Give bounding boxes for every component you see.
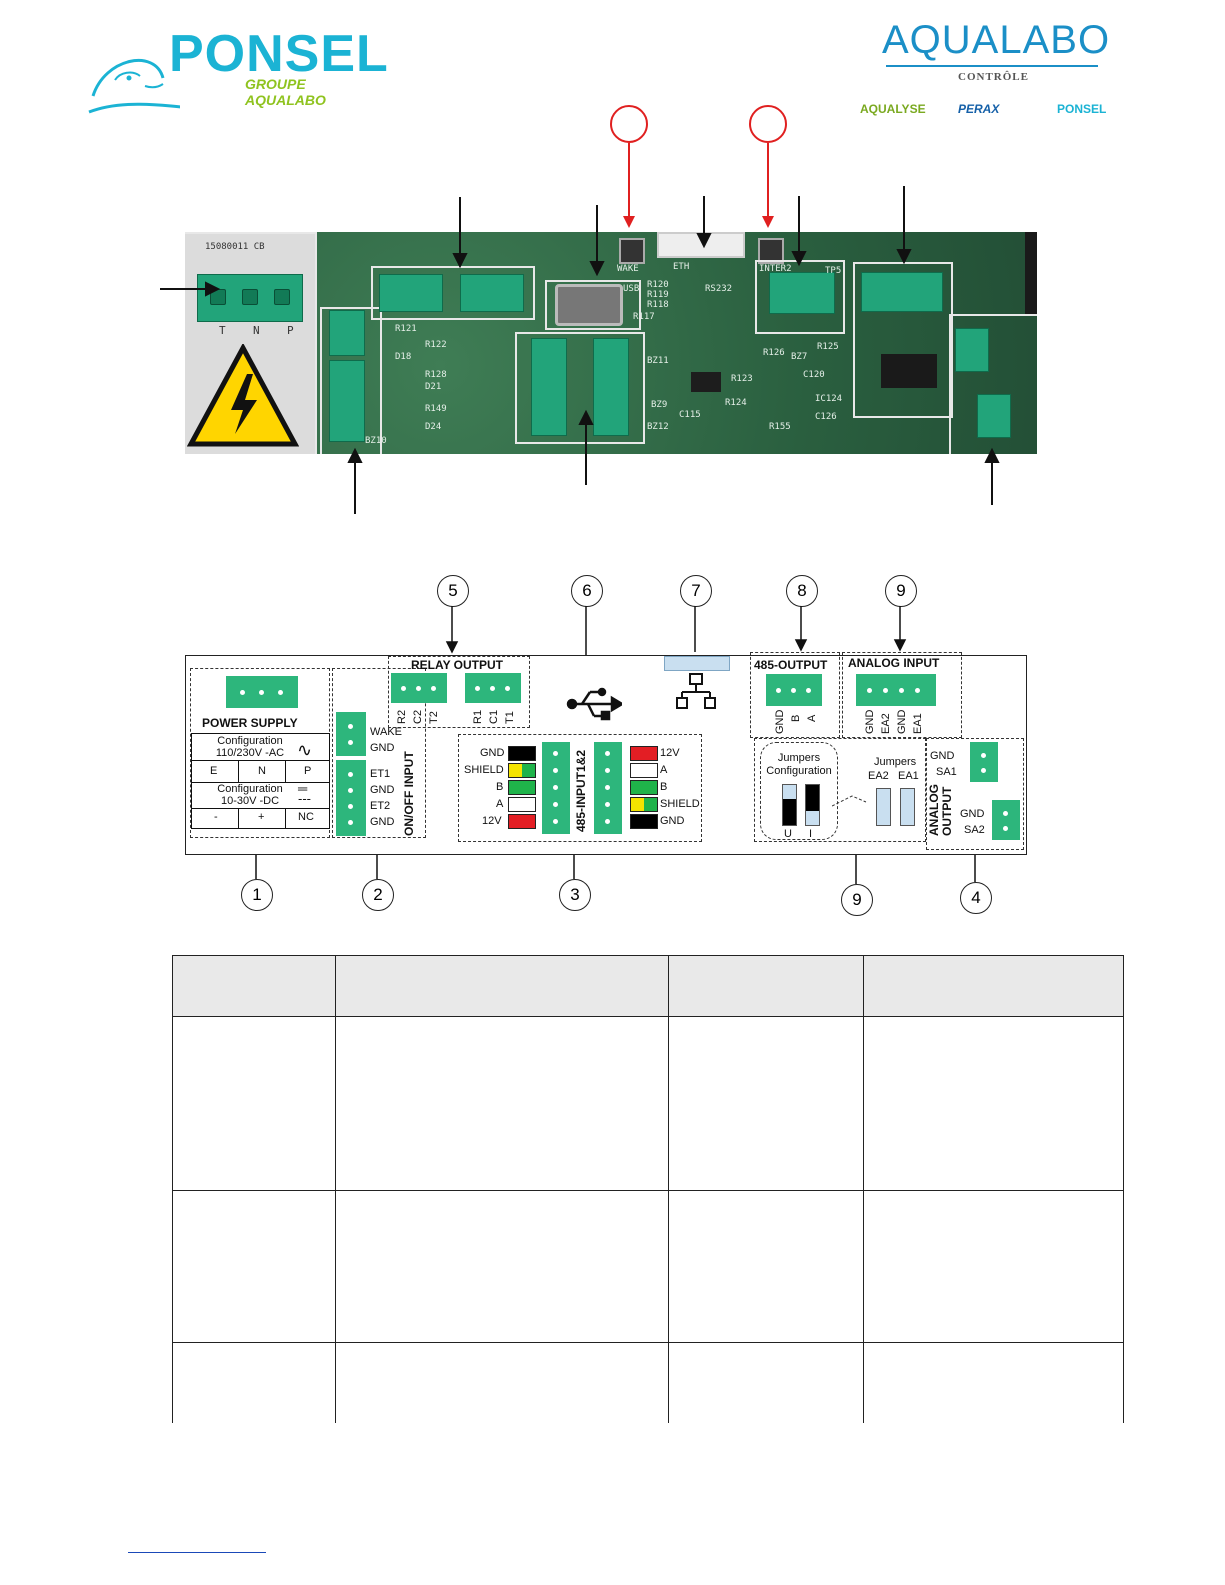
- table-cell: [668, 1190, 864, 1343]
- analog-input-title: ANALOG INPUT: [848, 656, 940, 670]
- config-dc-label: Configuration 10-30V -DC: [217, 783, 283, 807]
- table-cell: [863, 1016, 1124, 1191]
- table-row: [172, 1016, 1124, 1191]
- table-cell: [668, 1342, 864, 1423]
- ponsel-tagline: GROUPE AQUALABO: [245, 76, 326, 108]
- power-config-table: Configuration 110/230V -AC ∿ E N P Confi…: [191, 733, 330, 829]
- table-header-cell: [172, 955, 336, 1017]
- power-terminal-diagram: [226, 676, 298, 708]
- table-cell: [172, 1016, 336, 1191]
- relay-output-group: [388, 656, 530, 728]
- aqualabo-wordmark: AQUALABO: [882, 18, 1111, 62]
- table-header-row: [172, 955, 1124, 1017]
- red-markers: [610, 105, 787, 228]
- callout-6: 6: [571, 575, 603, 607]
- aqualabo-underline: [886, 65, 1098, 67]
- table-header-cell: [668, 955, 864, 1017]
- onoff-input-group: [332, 668, 426, 838]
- brand-ponsel: PONSEL: [1057, 102, 1107, 116]
- jumper-ea2[interactable]: [876, 788, 891, 826]
- aqualabo-control-label: CONTRÔLE: [958, 71, 1029, 83]
- callout-8: 8: [786, 575, 818, 607]
- power-supply-title: POWER SUPPLY: [202, 716, 298, 730]
- table-cell: [335, 1342, 669, 1423]
- network-icon: [676, 673, 716, 709]
- relay-output-title: RELAY OUTPUT: [411, 658, 504, 672]
- sa2-terminal: [992, 800, 1020, 840]
- photo-arrows: [160, 186, 1000, 514]
- analog-output-group: [926, 738, 1024, 850]
- ponsel-wordmark: PONSEL: [169, 25, 389, 83]
- table-cell: [335, 1016, 669, 1191]
- onoff-input-box: [320, 307, 382, 454]
- table-cell: [668, 1016, 864, 1191]
- rs485-in-terminal-right: [594, 742, 622, 834]
- rs485-in-terminal-left: [542, 742, 570, 834]
- dc-symbol-icon: ═---: [298, 781, 311, 806]
- jumper-u[interactable]: [782, 784, 797, 826]
- analog-input-group: [842, 652, 962, 738]
- footer-link-underline[interactable]: [128, 1552, 266, 1553]
- analog-output-box: [949, 314, 1037, 454]
- table-cell: [172, 1342, 336, 1423]
- table-cell: [172, 1190, 336, 1343]
- callout-9-bottom: 9: [841, 884, 873, 916]
- table-cell: [863, 1342, 1124, 1423]
- callout-9-top: 9: [885, 575, 917, 607]
- jumpers-group: [754, 738, 926, 842]
- connection-table: [172, 955, 1124, 1423]
- brand-perax: PERAX: [958, 102, 1000, 116]
- relay-output-box: [371, 266, 535, 320]
- ponsel-logo: PONSEL GROUPE AQUALABO: [85, 25, 388, 118]
- table-header-cell: [863, 955, 1124, 1017]
- jumper-config-bubble: [760, 742, 838, 840]
- usb-box: [545, 280, 641, 330]
- onoff-title: ON/OFF INPUT: [402, 751, 416, 836]
- seal-icon: [88, 58, 180, 114]
- connector-diagram: POWER SUPPLY Configuration 110/230V -AC …: [185, 652, 1027, 855]
- callout-5: 5: [437, 575, 469, 607]
- jumper-i[interactable]: [805, 784, 820, 826]
- analog-input-box: [853, 262, 953, 418]
- power-terminal: [197, 274, 303, 322]
- callout-1: 1: [241, 879, 273, 911]
- brand-aqualyse: AQUALYSE: [860, 102, 926, 116]
- et-terminal: [336, 760, 366, 836]
- inter2-button[interactable]: [758, 238, 784, 264]
- wake-terminal: [336, 712, 366, 756]
- rs485-output-title: 485-OUTPUT: [754, 658, 828, 672]
- jumpers-title: Jumpers: [874, 756, 917, 768]
- hazard-warning-icon: [187, 344, 299, 447]
- callout-2: 2: [362, 879, 394, 911]
- callout-4: 4: [960, 882, 992, 914]
- aqualabo-logo: AQUALABO CONTRÔLE AQUALYSE PERAX PONSEL: [860, 18, 1122, 128]
- table-cell: [863, 1190, 1124, 1343]
- callout-3: 3: [559, 879, 591, 911]
- jumper-config-title: Jumpers Configuration: [766, 752, 832, 777]
- rs485-output-group: [750, 652, 840, 738]
- sa1-terminal: [970, 742, 998, 782]
- pcb-photo: 15080011 CB T N P USB R120 R119 R118 R11…: [185, 232, 1037, 454]
- rs485-in-title: 485-INPUT1&2: [574, 749, 588, 832]
- table-header-cell: [335, 955, 669, 1017]
- usb-icon: [566, 687, 622, 721]
- table-cell: [335, 1190, 669, 1343]
- usb-port: [555, 284, 623, 326]
- rs485-input-box: [515, 332, 645, 444]
- eth-bar: [664, 656, 730, 671]
- jumper-block: [881, 354, 937, 388]
- config-ac-label: Configuration 110/230V -AC: [215, 735, 285, 759]
- rs485-input-group: [458, 734, 702, 842]
- table-row: [172, 1190, 1124, 1343]
- ac-symbol-icon: ∿: [297, 740, 313, 760]
- table-row: [172, 1342, 1124, 1423]
- jumper-ea1[interactable]: [900, 788, 915, 826]
- callout-7: 7: [680, 575, 712, 607]
- wake-button[interactable]: [619, 238, 645, 264]
